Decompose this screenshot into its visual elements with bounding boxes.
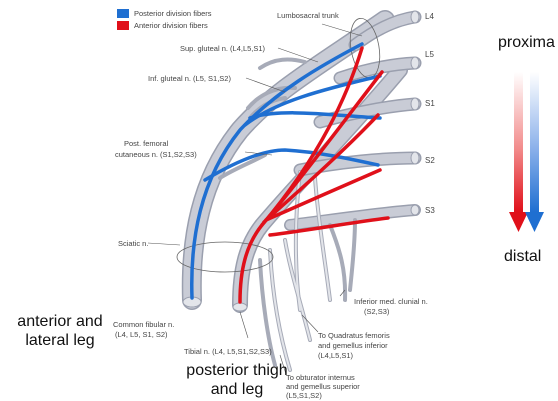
- label-common-fibular-1: Common fibular n.: [113, 320, 175, 329]
- legend-anterior: Anterior division fibers: [117, 20, 208, 31]
- direction-arrows: [509, 72, 544, 232]
- legend-anterior-swatch: [117, 21, 129, 30]
- label-inf-clunial-1: Inferior med. clunial n.: [354, 297, 428, 306]
- legend-posterior: Posterior division fibers: [117, 8, 212, 19]
- root-label-S2: S2: [425, 156, 435, 165]
- label-obturator-3: (L5,S1,S2): [286, 391, 322, 400]
- posterior-division-fibers: [190, 42, 382, 300]
- label-obturator-2: and gemellus superior: [286, 382, 360, 391]
- annotation-proximal: proxima: [498, 34, 555, 51]
- label-common-fibular-2: (L4, L5, S1, S2): [115, 330, 168, 339]
- leader-lines: [147, 23, 363, 375]
- label-post-femoral-1: Post. femoral: [124, 139, 169, 148]
- nerve-sheaths: [181, 10, 422, 372]
- label-inf-gluteal: Inf. gluteal n. (L5, S1,S2): [148, 74, 231, 83]
- legend-posterior-swatch: [117, 9, 129, 18]
- sup-gluteal-branch: [258, 57, 307, 70]
- anterior-division-fibers: [238, 46, 390, 304]
- annotation-anterior-lateral-2: lateral leg: [25, 332, 95, 349]
- annotation-posterior-thigh-1: posterior thigh: [186, 362, 288, 379]
- annotation-anterior-lateral-1: anterior and: [17, 313, 103, 330]
- annotation-distal: distal: [504, 248, 542, 265]
- root-end-caps: [182, 10, 420, 312]
- root-label-S1: S1: [425, 99, 435, 108]
- label-inf-clunial-2: (S2,S3): [364, 307, 390, 316]
- inf-clunial-branch: [328, 223, 348, 302]
- legend-posterior-label: Posterior division fibers: [134, 9, 212, 18]
- label-tibial: Tibial n. (L4, L5,S1,S2,S3): [184, 347, 272, 356]
- label-post-femoral-2: cutaneous n. (S1,S2,S3): [115, 150, 197, 159]
- label-sciatic: Sciatic n.: [118, 239, 149, 248]
- annotation-posterior-thigh-2: and leg: [210, 381, 264, 398]
- label-sup-gluteal: Sup. gluteal n. (L4,L5,S1): [180, 44, 266, 53]
- label-lumbosacral-trunk: Lumbosacral trunk: [277, 11, 339, 20]
- sciatic-outline: [176, 241, 274, 273]
- label-quadratus-3: (L4,L5,S1): [318, 351, 354, 360]
- label-obturator-1: To obturator internus: [286, 373, 355, 382]
- legend-anterior-label: Anterior division fibers: [134, 21, 208, 30]
- root-label-L5: L5: [425, 50, 434, 59]
- label-quadratus-2: and gemellus inferior: [318, 341, 388, 350]
- root-label-L4: L4: [425, 12, 434, 21]
- root-label-S3: S3: [425, 206, 435, 215]
- label-quadratus-1: To Quadratus femoris: [318, 331, 390, 340]
- post-femoral-branch: [218, 153, 267, 180]
